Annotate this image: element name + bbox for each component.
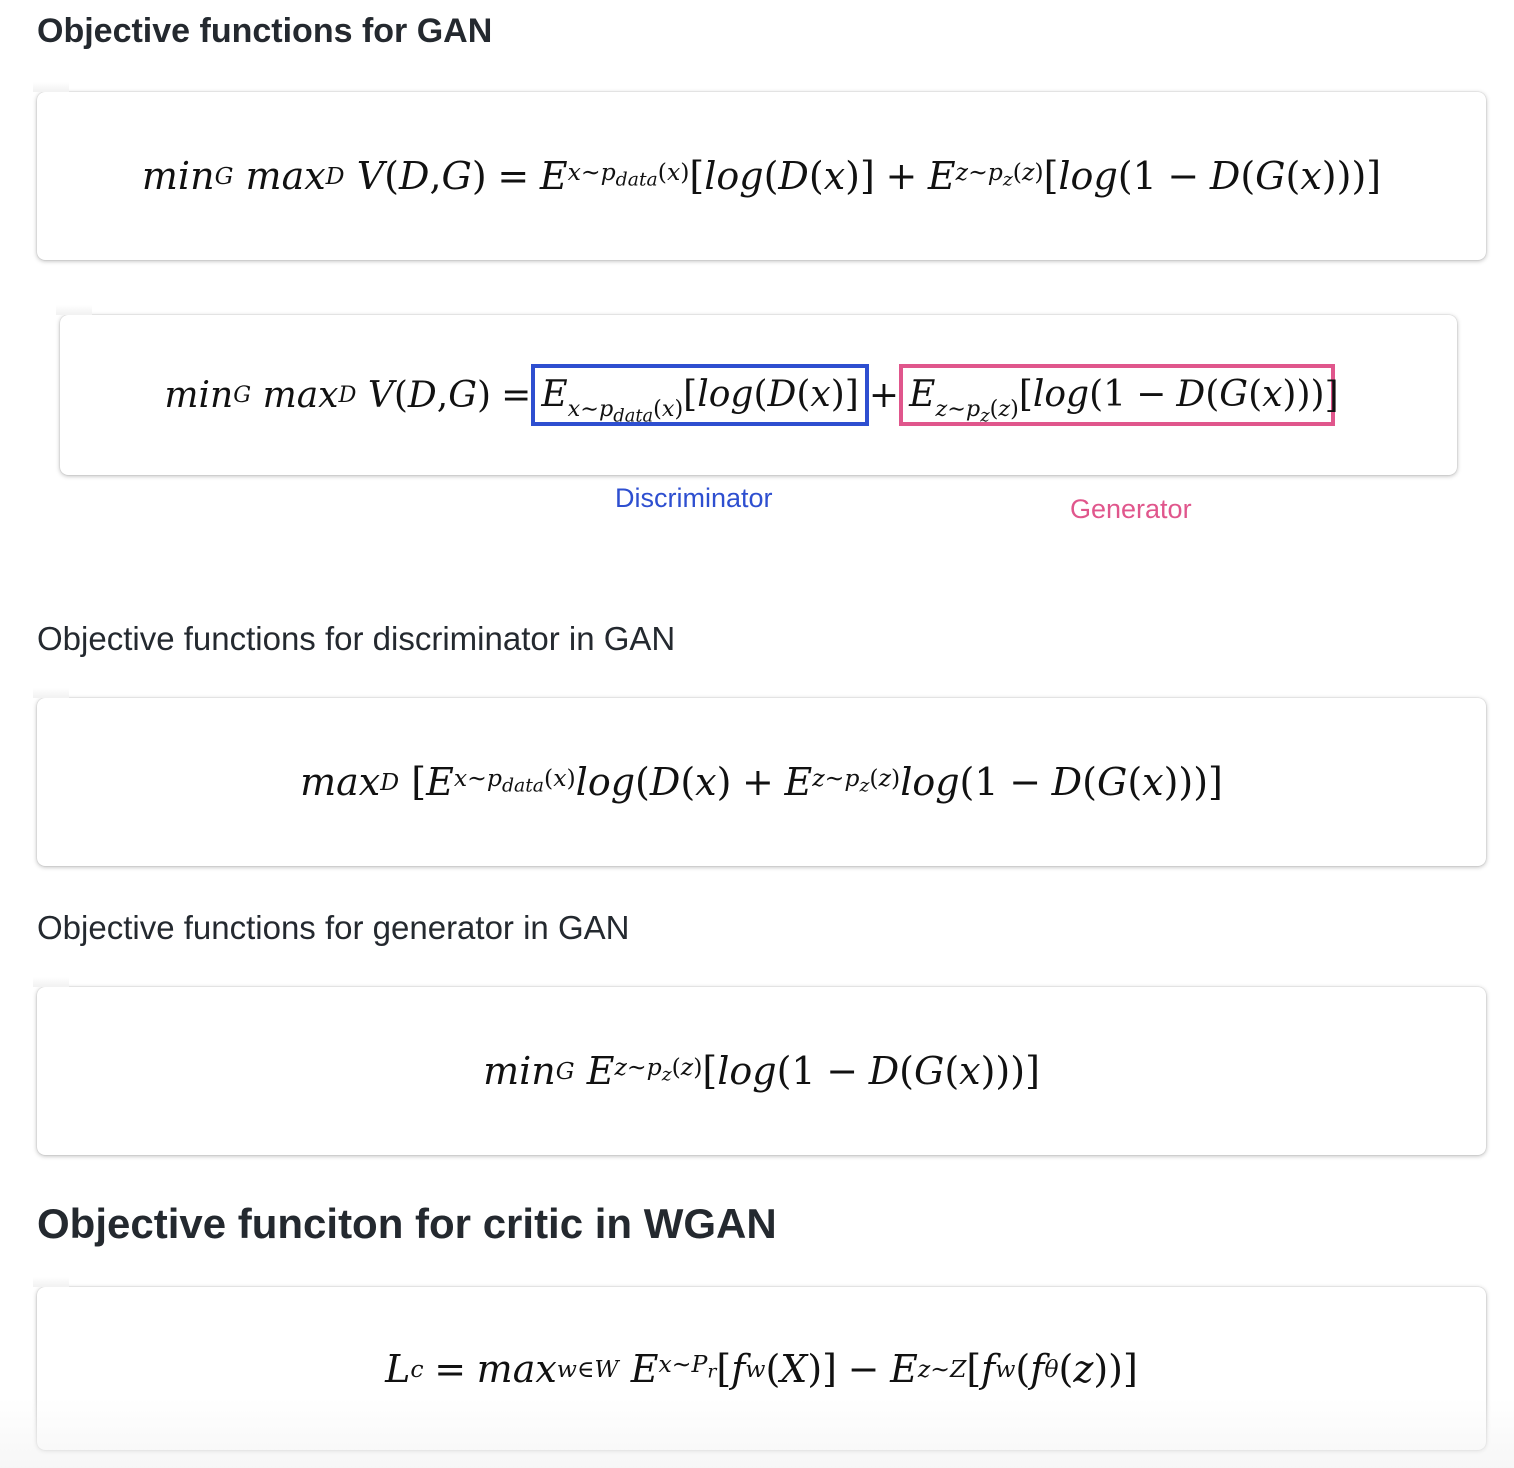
discriminator-highlight-box: Ex∼pdata(x)[log(D(x)] [531, 363, 869, 427]
section-heading-gan: Objective functions for GAN [37, 12, 493, 50]
section-heading-wgan: Objective funciton for critic in WGAN [37, 1200, 777, 1247]
discriminator-label: Discriminator [615, 483, 773, 513]
generator-highlight-box: Ez∼pz(z)[log(1−D(G(x))) [899, 363, 1335, 427]
section-heading-discriminator: Objective functions for discriminator in… [37, 620, 676, 657]
section-heading-generator: Objective functions for generator in GAN [37, 909, 630, 946]
generator-label: Generator [1070, 494, 1192, 524]
